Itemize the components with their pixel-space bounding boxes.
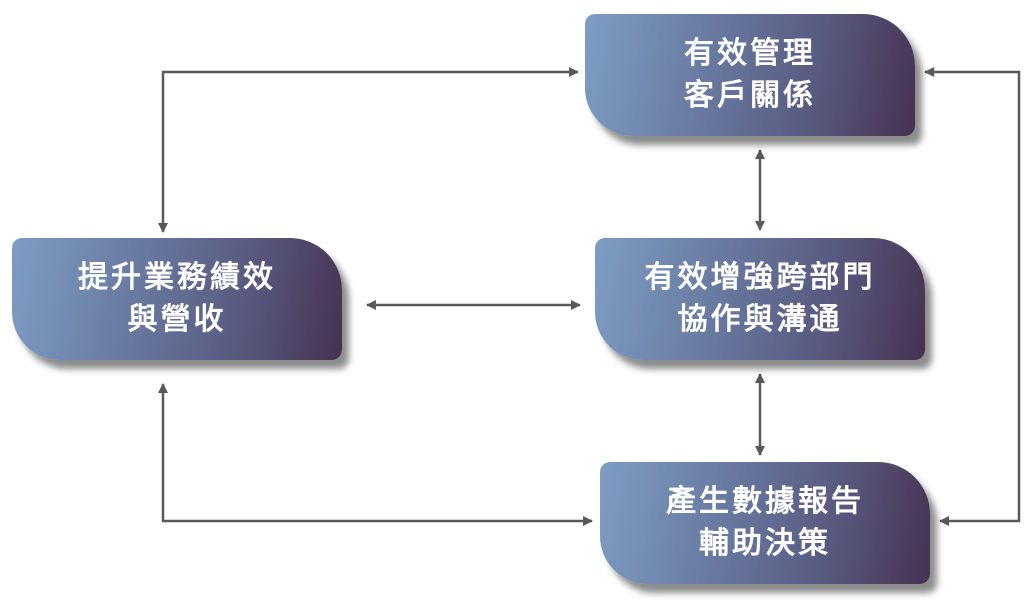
arrow-crm-to-reporting (924, 67, 1021, 526)
node-report-line2: 輔助決策 (699, 526, 831, 561)
arrow-performance-to-reporting (158, 383, 593, 526)
node-cross-line2: 協作與溝通 (677, 302, 843, 337)
node-performance-line1: 提升業務績效 (78, 260, 276, 295)
node-cross-department-collaboration: 有效增強跨部門 協作與溝通 (595, 238, 925, 360)
node-improve-business-performance: 提升業務績效 與營收 (12, 238, 342, 360)
node-crm-line1: 有效管理 (684, 36, 816, 71)
node-manage-customer-relations: 有效管理 客戶關係 (585, 14, 915, 136)
node-crm-line2: 客戶關係 (684, 78, 816, 113)
node-generate-data-reports: 產生數據報告 輔助決策 (600, 462, 930, 584)
arrow-performance-to-crm (158, 67, 579, 233)
node-cross-line1: 有效增強跨部門 (644, 260, 876, 295)
node-report-line1: 產生數據報告 (666, 484, 864, 519)
node-performance-line2: 與營收 (127, 302, 227, 337)
